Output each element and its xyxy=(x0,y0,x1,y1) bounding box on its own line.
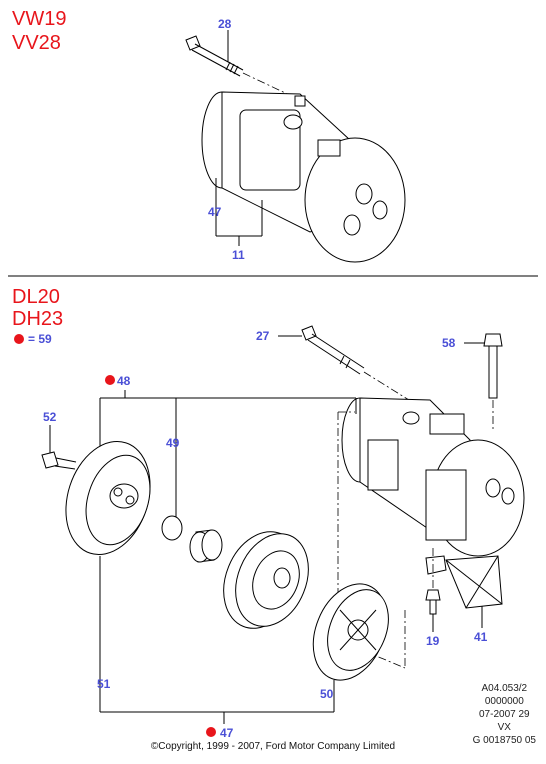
callout-28: 28 xyxy=(218,17,232,31)
section-1-code-a: VW19 xyxy=(12,8,67,30)
clutch-plate xyxy=(65,440,151,556)
callout-51: 51 xyxy=(97,677,111,691)
red-dot-icon xyxy=(14,334,24,344)
callout-50: 50 xyxy=(320,687,334,701)
bolt-28 xyxy=(185,35,244,77)
red-dot-icon-47 xyxy=(206,727,216,737)
reference-line-1: A04.053/2 xyxy=(481,683,528,694)
reference-line-3: 07-2007 29 xyxy=(479,709,530,720)
section-2-code-b: DH23 xyxy=(12,308,64,330)
compressor-bottom xyxy=(341,397,525,557)
shim-49 xyxy=(161,515,183,541)
callout-47-top: 47 xyxy=(208,205,222,219)
reference-line-4: VX xyxy=(497,722,511,733)
field-coil xyxy=(312,583,389,681)
callout-27: 27 xyxy=(256,329,270,343)
mount-bracket-41 xyxy=(425,555,503,609)
pulley xyxy=(223,531,309,629)
callout-47-bottom: 47 xyxy=(220,726,234,740)
screw-19 xyxy=(425,589,441,615)
bolt-27 xyxy=(301,325,365,375)
callout-52: 52 xyxy=(43,410,57,424)
section-1-code-b: VV28 xyxy=(12,32,61,54)
section-2-code-a: DL20 xyxy=(12,286,60,308)
legend: = 59 xyxy=(14,332,52,346)
red-dot-icon-48 xyxy=(105,375,115,385)
reference-block: A04.053/2 0000000 07-2007 29 VX G 001875… xyxy=(473,682,536,747)
copyright-notice: ©Copyright, 1999 - 2007, Ford Motor Comp… xyxy=(150,741,396,752)
callout-11: 11 xyxy=(232,248,245,262)
callout-49: 49 xyxy=(166,436,180,450)
callout-19: 19 xyxy=(426,634,440,648)
reference-line-5: G 0018750 05 xyxy=(472,735,536,746)
screw-52 xyxy=(41,451,77,470)
callout-58: 58 xyxy=(442,336,456,350)
callout-41: 41 xyxy=(474,630,488,644)
bearing xyxy=(189,529,223,563)
bolt-58 xyxy=(483,333,503,399)
reference-line-2: 0000000 xyxy=(484,696,524,707)
callout-48: 48 xyxy=(117,374,131,388)
compressor-top xyxy=(201,91,406,263)
legend-text: = 59 xyxy=(28,332,52,346)
